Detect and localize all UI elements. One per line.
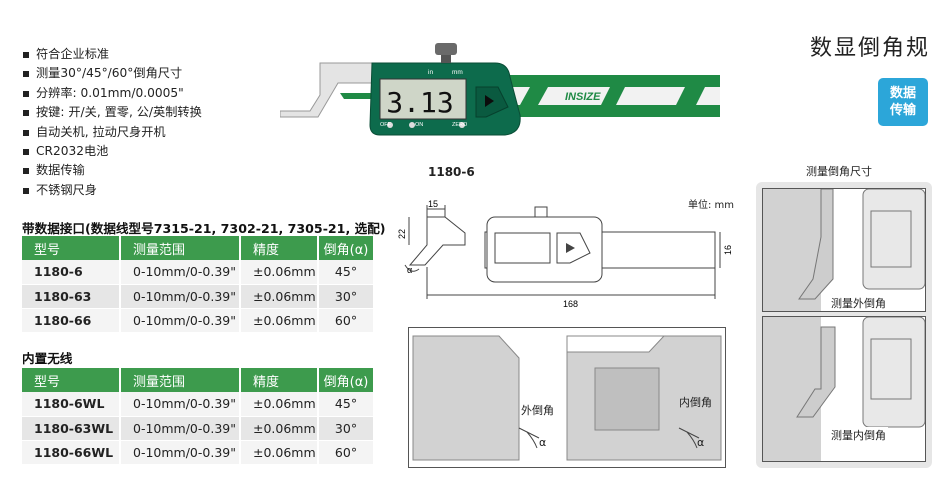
inner-chamfer-label: 内倒角 (679, 396, 712, 409)
chamfer-diagram: 外倒角 内倒角 α α (408, 327, 726, 468)
feature-item: 数据传输 (22, 161, 202, 180)
feature-item: 测量30°/45°/60°倒角尺寸 (22, 64, 202, 83)
off-button-label: OFF (380, 122, 392, 128)
table2-heading: 内置无线 (22, 351, 73, 366)
column-header: 型号 (22, 368, 121, 392)
spec-table-wired: 型号 测量范围 精度 倒角(α) 1180-6 0-10mm/0-0.39" ±… (22, 236, 375, 333)
model-cell: 1180-6 (22, 260, 121, 285)
measure-panel: 测量外倒角 测量内倒角 (756, 182, 932, 468)
spec-table-wireless: 型号 测量范围 精度 倒角(α) 1180-6WL 0-10mm/0-0.39"… (22, 368, 375, 465)
accuracy-cell: ±0.06mm (240, 440, 319, 465)
lcd-readout: 3.13 (386, 86, 453, 119)
on-button-label: ON (415, 122, 423, 128)
table-row: 1180-66WL 0-10mm/0-0.39" ±0.06mm 60° (22, 440, 375, 465)
table1-heading: 带数据接口(数据线型号7315-21, 7302-21, 7305-21, 选配… (22, 221, 386, 236)
feature-item: 按键: 开/关, 置零, 公/英制转换 (22, 103, 202, 122)
model-cell: 1180-66WL (22, 440, 121, 465)
table-row: 1180-63WL 0-10mm/0-0.39" ±0.06mm 30° (22, 416, 375, 441)
table-row: 1180-6WL 0-10mm/0-0.39" ±0.06mm 45° (22, 392, 375, 417)
accuracy-cell: ±0.06mm (240, 308, 319, 333)
unit-in-label: in (428, 69, 433, 76)
measure-title: 测量倒角尺寸 (806, 165, 872, 178)
accuracy-cell: ±0.06mm (240, 392, 319, 417)
dim-16: 16 (723, 245, 733, 255)
column-header: 精度 (240, 368, 319, 392)
range-cell: 0-10mm/0-0.39" (120, 284, 241, 309)
unit-label: 单位: mm (688, 200, 735, 211)
badge-line-2: 传输 (889, 103, 916, 118)
column-header: 型号 (22, 236, 121, 260)
column-header: 倒角(α) (318, 236, 375, 260)
range-cell: 0-10mm/0-0.39" (120, 308, 241, 333)
data-transfer-badge: 数据 传输 (878, 78, 928, 126)
column-header: 测量范围 (120, 236, 241, 260)
alpha-inner: α (697, 436, 705, 449)
dimension-drawing: 15 22 168 16 α (397, 199, 733, 309)
page-title: 数显倒角规 (809, 36, 930, 61)
dim-15: 15 (428, 199, 438, 209)
table-header-row: 型号 测量范围 精度 倒角(α) (22, 368, 375, 392)
model-cell: 1180-6WL (22, 392, 121, 417)
angle-cell: 45° (318, 260, 375, 285)
feature-item: 不锈钢尺身 (22, 181, 202, 200)
angle-cell: 60° (318, 308, 375, 333)
outer-chamfer-label: 外倒角 (521, 404, 554, 417)
dim-22: 22 (397, 229, 407, 239)
feature-item: 符合企业标准 (22, 45, 202, 64)
dim-168: 168 (563, 299, 578, 309)
feature-list: 符合企业标准 测量30°/45°/60°倒角尺寸 分辨率: 0.01mm/0.0… (22, 45, 202, 200)
product-image: INSIZE in mm 3.13 OFF ON ZERO (280, 43, 720, 136)
table-row: 1180-63 0-10mm/0-0.39" ±0.06mm 30° (22, 284, 375, 309)
range-cell: 0-10mm/0-0.39" (120, 392, 241, 417)
outer-measure-label: 测量外倒角 (829, 295, 888, 311)
range-cell: 0-10mm/0-0.39" (120, 260, 241, 285)
product-model-label: 1180-6 (428, 165, 475, 179)
accuracy-cell: ±0.06mm (240, 284, 319, 309)
column-header: 测量范围 (120, 368, 241, 392)
range-cell: 0-10mm/0-0.39" (120, 416, 241, 441)
inner-measure-image: 测量内倒角 (762, 316, 926, 462)
accuracy-cell: ±0.06mm (240, 416, 319, 441)
model-cell: 1180-66 (22, 308, 121, 333)
outer-measure-image: 测量外倒角 (762, 188, 926, 312)
alpha-symbol: α (407, 265, 412, 275)
model-cell: 1180-63WL (22, 416, 121, 441)
unit-mm-label: mm (452, 69, 463, 76)
angle-cell: 45° (318, 392, 375, 417)
feature-item: 分辨率: 0.01mm/0.0005" (22, 84, 202, 103)
badge-line-1: 数据 (889, 86, 916, 101)
table-row: 1180-66 0-10mm/0-0.39" ±0.06mm 60° (22, 308, 375, 333)
brand-logo: INSIZE (565, 91, 601, 103)
model-cell: 1180-63 (22, 284, 121, 309)
feature-item: 自动关机, 拉动尺身开机 (22, 123, 202, 142)
table-header-row: 型号 测量范围 精度 倒角(α) (22, 236, 375, 260)
zero-button-label: ZERO (452, 122, 468, 128)
feature-item: CR2032电池 (22, 142, 202, 161)
table-row: 1180-6 0-10mm/0-0.39" ±0.06mm 45° (22, 260, 375, 285)
angle-cell: 30° (318, 284, 375, 309)
alpha-outer: α (539, 436, 547, 449)
angle-cell: 60° (318, 440, 375, 465)
angle-cell: 30° (318, 416, 375, 441)
column-header: 倒角(α) (318, 368, 375, 392)
accuracy-cell: ±0.06mm (240, 260, 319, 285)
range-cell: 0-10mm/0-0.39" (120, 440, 241, 465)
inner-measure-label: 测量内倒角 (829, 427, 888, 443)
column-header: 精度 (240, 236, 319, 260)
